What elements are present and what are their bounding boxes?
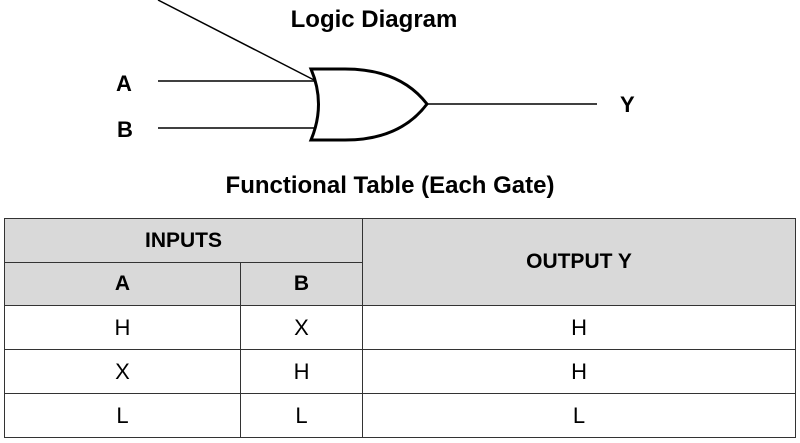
cell-a: L	[4, 393, 241, 438]
table-row: H X H	[4, 305, 796, 350]
inputs-header: INPUTS	[3, 218, 364, 263]
functional-table: INPUTS OUTPUT Y A B H X H X H H L L L	[3, 218, 796, 438]
cell-y: H	[362, 349, 796, 394]
or-gate-diagram	[157, 0, 597, 142]
cell-y: L	[362, 393, 796, 438]
input-wire-a	[157, 0, 317, 82]
column-header-a: A	[4, 262, 241, 306]
cell-a: X	[4, 349, 241, 394]
cell-b: L	[239, 393, 364, 438]
cell-y: H	[362, 305, 796, 350]
output-header: OUTPUT Y	[362, 218, 796, 306]
output-label-y: Y	[620, 92, 635, 117]
input-label-b: B	[117, 117, 133, 142]
cell-a: H	[4, 305, 241, 350]
input-label-a: A	[116, 71, 132, 96]
functional-table-title: Functional Table (Each Gate)	[225, 172, 555, 199]
cell-b: X	[239, 305, 364, 350]
table-row: X H H	[4, 349, 796, 394]
or-gate-icon	[308, 67, 429, 142]
table-row: L L L	[4, 393, 796, 438]
cell-b: H	[239, 349, 364, 394]
column-header-b: B	[239, 262, 364, 306]
logic-diagram-title: Logic Diagram	[290, 6, 458, 33]
